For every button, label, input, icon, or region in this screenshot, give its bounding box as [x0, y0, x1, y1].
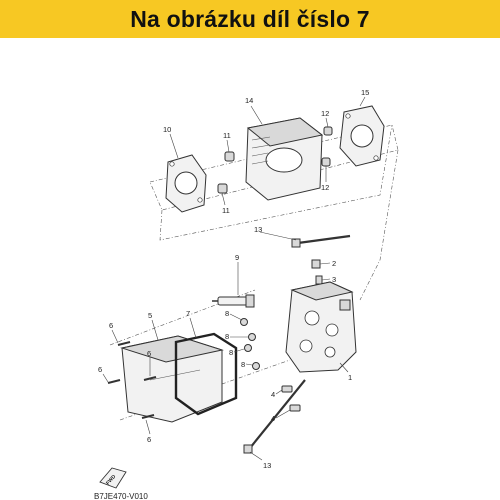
callout-14: 14: [245, 96, 253, 105]
callout-13-lower: 13: [263, 461, 271, 470]
part-8-bolt-3: [244, 344, 252, 352]
part-2-bolt: [311, 259, 321, 269]
part-6-bolt-1: [117, 341, 131, 346]
callout-15: 15: [361, 88, 369, 97]
callout-6-d: 6: [147, 435, 151, 444]
part-4-stud-lower: [289, 404, 301, 412]
callout-8-d: 8: [241, 360, 245, 369]
part-8-bolt-2: [248, 333, 256, 341]
part-15-head-gasket: [339, 105, 385, 167]
part-6-bolt-3: [143, 376, 157, 381]
part-5-valve-cover: [120, 335, 224, 423]
part-14-cylinder: [245, 117, 324, 201]
callout-6-b: 6: [147, 349, 151, 358]
callout-1: 1: [348, 373, 352, 382]
part-11-dowel-pin-lower: [217, 183, 228, 194]
diagram-code: B7JE470-V010: [94, 492, 148, 500]
part-1-cylinder-head: [285, 281, 357, 373]
callout-10: 10: [163, 125, 171, 134]
part-11-dowel-pin-upper: [224, 151, 235, 162]
callout-11-lower: 11: [222, 206, 230, 215]
part-10-cylinder-gasket: [165, 154, 207, 213]
callout-11-upper: 11: [223, 131, 231, 140]
callout-6-a: 6: [109, 321, 113, 330]
assembly-frame-right: [359, 149, 399, 301]
callout-4-lower: 4: [271, 414, 275, 423]
callout-8-b: 8: [225, 332, 229, 341]
title-banner: Na obrázku díl číslo 7: [0, 0, 500, 38]
leader-lines: [102, 96, 366, 461]
callout-3: 3: [332, 275, 336, 284]
part-3-screw: [315, 275, 323, 285]
part-12-dowel-pin-upper: [323, 126, 333, 136]
part-7-valve-cover-gasket: [174, 332, 238, 416]
part-9-spark-plug: [212, 294, 255, 308]
callout-12-upper: 12: [321, 109, 329, 118]
part-4-stud-upper: [281, 385, 293, 393]
callout-8-a: 8: [225, 309, 229, 318]
callout-12-lower: 12: [321, 183, 329, 192]
callout-5: 5: [148, 311, 152, 320]
callout-9: 9: [235, 253, 239, 262]
part-6-bolt-4: [141, 414, 155, 419]
part-13-stud-bolt-lower: [243, 379, 306, 454]
part-8-bolt-1: [240, 318, 248, 326]
callout-8-c: 8: [229, 348, 233, 357]
part-8-bolt-4: [252, 362, 260, 370]
callout-2: 2: [332, 259, 336, 268]
callout-7: 7: [186, 309, 190, 318]
part-12-dowel-pin-lower: [321, 157, 331, 167]
banner-title: Na obrázku díl číslo 7: [130, 5, 370, 32]
exploded-parts-diagram: 14 10 11 11 12 12 15 13 2 3 9 8 8 8 8 1 …: [94, 88, 399, 500]
assembly-frame-lower: [159, 124, 393, 241]
callout-4-upper: 4: [271, 390, 275, 399]
callout-6-c: 6: [98, 365, 102, 374]
part-13-stud-bolt-upper: [291, 234, 351, 248]
fwd-arrow-icon: FWD: [99, 467, 127, 489]
callout-13-upper: 13: [254, 225, 262, 234]
part-6-bolt-2: [107, 379, 121, 384]
